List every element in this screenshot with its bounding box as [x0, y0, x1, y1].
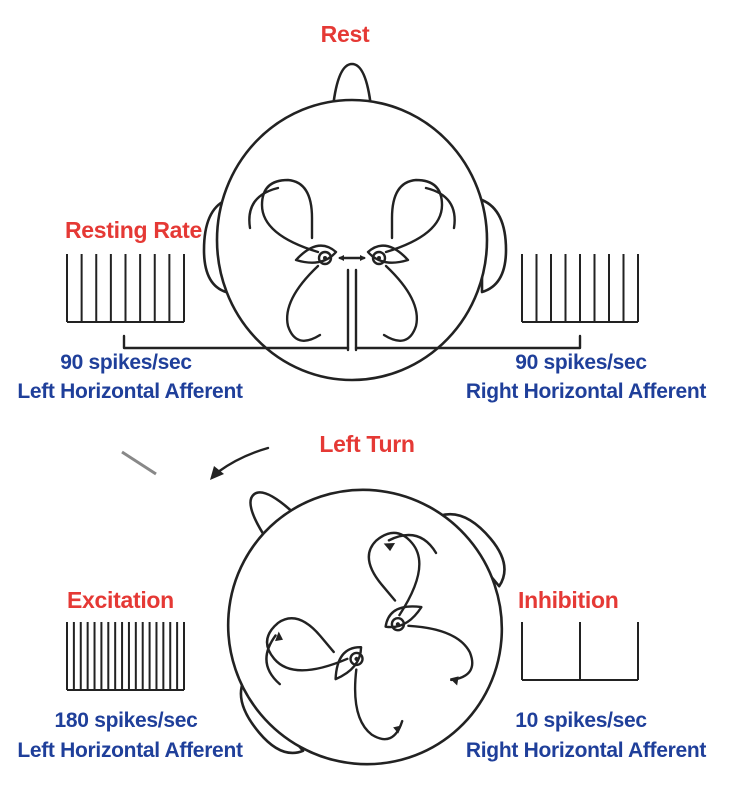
right-nerve-line: [354, 334, 582, 350]
right-spike-train-turn: [521, 622, 639, 681]
left-rate-rest: 90 spikes/sec: [60, 351, 192, 374]
left-nerve-line: [122, 334, 350, 350]
left-spike-train-rest: [66, 254, 185, 323]
head-bottom: [226, 488, 506, 766]
motion-mark: [121, 450, 157, 476]
excitation-label: Excitation: [67, 587, 174, 613]
head-top: [202, 62, 508, 382]
right-ear-top: [480, 198, 508, 294]
resting-rate-label: Resting Rate: [65, 217, 202, 243]
right-spike-train-rest: [521, 254, 639, 323]
rotation-arrow-icon: [210, 446, 270, 480]
right-afferent-name-rest: Right Horizontal Afferent: [466, 380, 707, 403]
head-outline-top: [215, 98, 489, 382]
left-afferent-name-turn: Left Horizontal Afferent: [17, 739, 243, 762]
inhibition-label: Inhibition: [518, 587, 618, 613]
rest-title: Rest: [321, 21, 370, 47]
left-rate-turn: 180 spikes/sec: [55, 709, 199, 732]
right-afferent-name-turn: Right Horizontal Afferent: [466, 739, 707, 762]
right-rate-turn: 10 spikes/sec: [515, 709, 647, 732]
left-spike-train-turn: [66, 622, 185, 691]
right-rate-rest: 90 spikes/sec: [515, 351, 647, 374]
left-turn-title: Left Turn: [319, 431, 414, 457]
head-outline-bottom: [226, 488, 504, 766]
left-afferent-name-rest: Left Horizontal Afferent: [17, 380, 243, 403]
